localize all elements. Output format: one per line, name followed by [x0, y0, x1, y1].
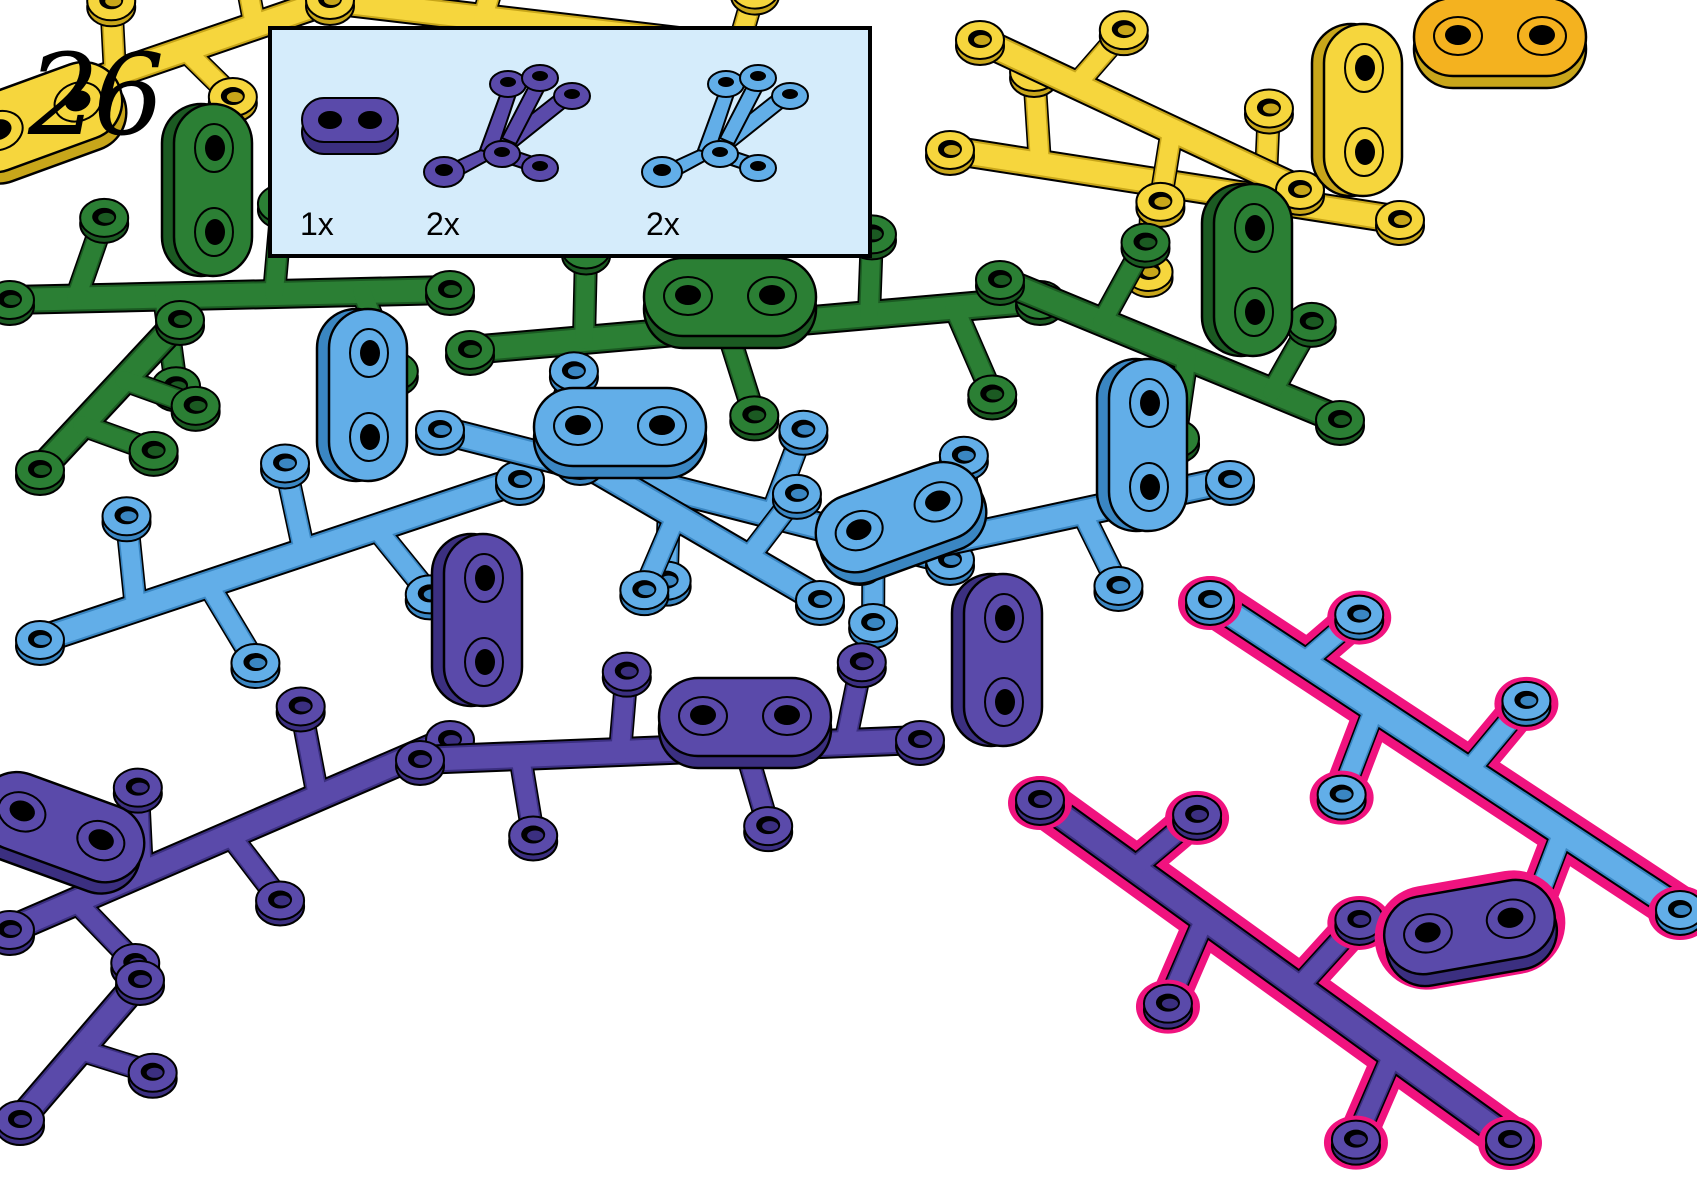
blue-plate: [315, 307, 409, 483]
green-plate: [1200, 182, 1294, 358]
blue-plate: [532, 386, 708, 480]
orange-plate: [1412, 0, 1588, 90]
part-blue-branch-icon: [641, 64, 809, 188]
green-branch: [15, 300, 221, 496]
step-number: 26: [28, 31, 164, 161]
new-blue-branch: [1178, 576, 1697, 949]
yellow-branch: [955, 10, 1325, 228]
purple-plate: [430, 532, 524, 708]
new-purple-plate: [1374, 870, 1566, 990]
green-plate: [642, 256, 818, 350]
part-plate-icon: [301, 97, 399, 155]
yellow-plate: [1310, 22, 1404, 198]
blue-plate: [814, 460, 988, 585]
parts-callout: 1x 2x 2x: [268, 26, 872, 258]
yellow-plate: [0, 60, 128, 185]
purple-plate: [0, 770, 146, 895]
quantity-label: 1x: [300, 206, 334, 242]
green-branch: [975, 222, 1365, 465]
purple-branch: [0, 960, 178, 1146]
quantity-label: 2x: [646, 206, 680, 242]
quantity-label: 2x: [426, 206, 460, 242]
blue-plate: [1095, 357, 1189, 533]
green-plate: [160, 102, 254, 278]
purple-plate: [950, 572, 1044, 748]
new-purple-branch: [1008, 776, 1542, 1170]
blue-branch: [15, 443, 545, 690]
purple-plate: [657, 676, 833, 770]
part-purple-branch-icon: [423, 64, 591, 188]
purple-branch: [395, 642, 945, 862]
